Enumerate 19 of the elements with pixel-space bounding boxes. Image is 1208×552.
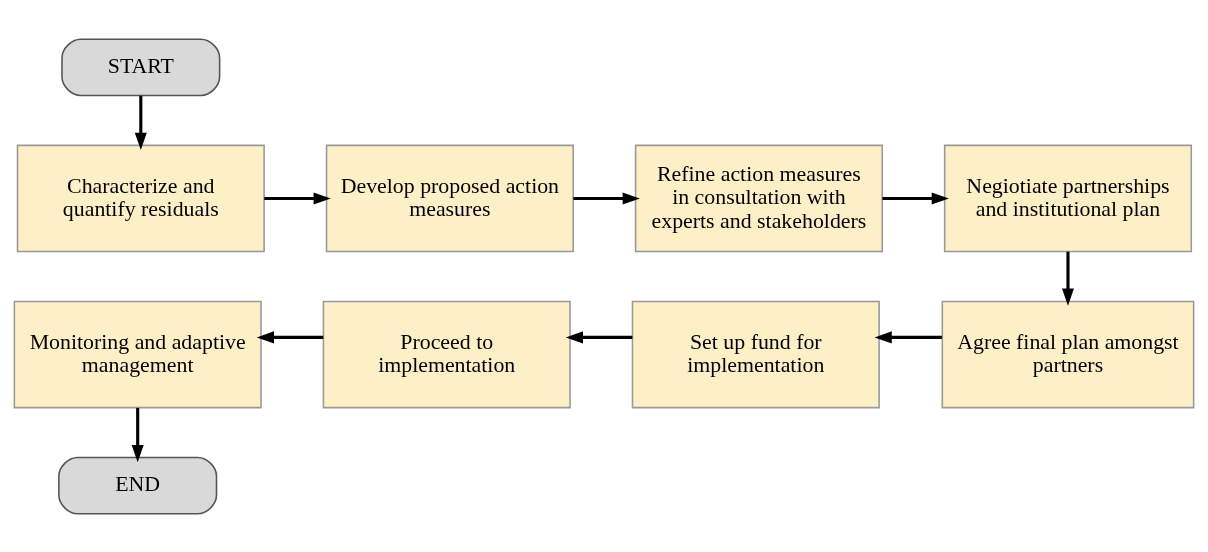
arrow xyxy=(874,330,942,343)
node-box: START xyxy=(61,37,221,96)
node-box: Agree final plan amongst partners xyxy=(941,300,1195,408)
arrow xyxy=(573,191,640,204)
node-box: Set up fund for implementation xyxy=(631,300,880,408)
node-box: Develop proposed action measures xyxy=(325,144,574,252)
arrow xyxy=(565,330,633,343)
arrow xyxy=(134,95,147,150)
node-box: Negiotiate partnerships and institutional plan xyxy=(943,144,1193,252)
arrow xyxy=(1061,251,1074,306)
node-box: Characterize and quantify residuals xyxy=(16,144,265,252)
node-box: Proceed to implementation xyxy=(322,300,571,408)
arrow xyxy=(882,191,949,204)
node-box: END xyxy=(58,456,218,515)
node-box: Refine action measures in consultation with experts and stakeholders xyxy=(634,144,883,252)
node-box: Monitoring and adaptive management xyxy=(13,300,262,408)
arrow xyxy=(256,330,324,343)
arrow xyxy=(264,191,331,204)
arrow xyxy=(131,407,144,462)
